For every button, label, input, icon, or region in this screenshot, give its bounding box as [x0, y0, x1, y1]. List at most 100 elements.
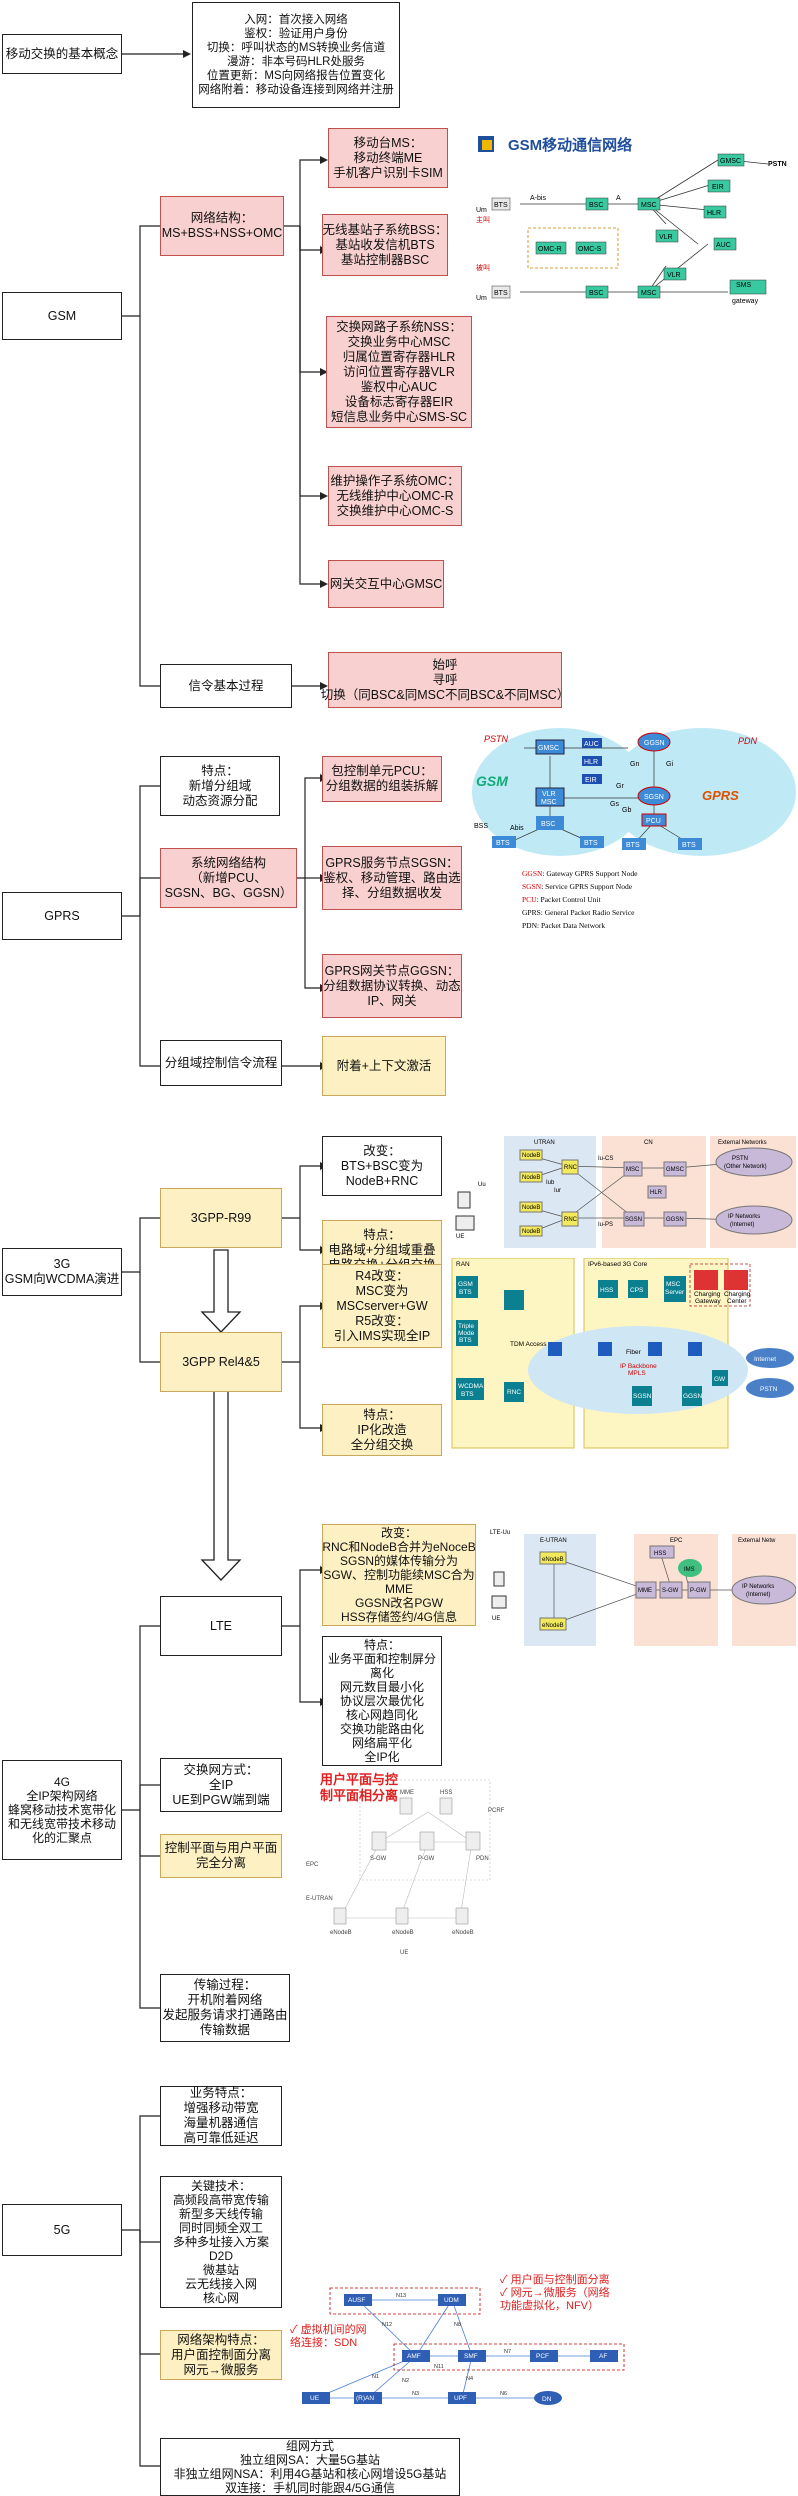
- gsm-omc[interactable]: 维护操作子系统OMC： 无线维护中心OMC-R 交换维护中心OMC-S: [328, 466, 462, 526]
- lte-change-line: 改变：: [380, 1526, 417, 1540]
- svg-text:PCU: Packet Control Unit: PCU: Packet Control Unit: [522, 895, 601, 904]
- svg-text:N6: N6: [500, 2391, 507, 2397]
- g5-deploy-line: 组网方式: [285, 2439, 334, 2453]
- gprs-ggsn[interactable]: GPRS网关节点GGSN： 分组数据协议转换、动态 IP、网关: [322, 954, 462, 1018]
- gsm-structure[interactable]: 网络结构： MS+BSS+NSS+OMC: [160, 196, 284, 256]
- svg-text:MPLS: MPLS: [628, 1370, 646, 1377]
- svg-text:EPC: EPC: [306, 1862, 319, 1868]
- gprs-flow[interactable]: 分组域控制信令流程: [160, 1040, 282, 1086]
- lte-feature-line: 协议层次最优化: [339, 1694, 424, 1708]
- g5-deploy-line: 双连接：手机同时能跟4/5G通信: [224, 2481, 396, 2495]
- svg-text:PSTN: PSTN: [768, 161, 787, 168]
- gsm-nss[interactable]: 交换网路子系统NSS： 交换业务中心MSC 归属位置寄存器HLR 访问位置寄存器…: [326, 316, 472, 428]
- concept-detail[interactable]: 入网：首次接入网络 鉴权：验证用户身份 切换：呼叫状态的MS转换业务信道 漫游：…: [192, 2, 400, 108]
- gprs-sgsn[interactable]: GPRS服务节点SGSN： 鉴权、移动管理、路由选 择、分组数据收发: [322, 846, 462, 910]
- svg-text:PDN: Packet Data Network: PDN: Packet Data Network: [522, 921, 605, 930]
- g5-tech-line: 核心网: [202, 2291, 239, 2305]
- lte-node[interactable]: LTE: [160, 1596, 282, 1656]
- g5-tech[interactable]: 关键技术： 高频段高带宽传输 新型多天线传输 同时同频全双工 多种多址接入方案 …: [160, 2176, 282, 2308]
- g5-arch[interactable]: 网络架构特点： 用户面控制面分离 网元→微服务: [160, 2330, 282, 2380]
- svg-text:GPRS: GPRS: [702, 788, 739, 803]
- lte-separation[interactable]: 控制平面与用户平面 完全分离: [160, 1834, 282, 1878]
- gsm-nss-line: 归属位置寄存器HLR: [342, 349, 456, 364]
- g5-note-left-line: 络连接：SDN: [290, 2337, 358, 2349]
- svg-text:Mode: Mode: [458, 1330, 475, 1337]
- svg-text:SGSN: Service GPRS Support Nod: SGSN: Service GPRS Support Node: [522, 882, 633, 891]
- svg-text:P-GW: P-GW: [418, 1856, 435, 1862]
- gprs-features-line: 新增分组域: [188, 778, 252, 793]
- svg-text:E-UTRAN: E-UTRAN: [306, 1896, 333, 1902]
- svg-text:Charging: Charging: [694, 1291, 721, 1298]
- svg-text:RAN: RAN: [456, 1261, 470, 1268]
- wcdma-rel45-change[interactable]: R4改变： MSC变为 MSCserver+GW R5改变： 引入IMS实现全I…: [322, 1264, 442, 1348]
- g5-sba-figure: AUSF UDM AMF SMF PCF AF UE (R)AN UPF DN …: [286, 2270, 796, 2420]
- gprs-flow-detail[interactable]: 附着+上下文激活: [322, 1036, 446, 1096]
- root-gsm[interactable]: GSM: [2, 292, 122, 340]
- root-wcdma[interactable]: 3G GSM向WCDMA演进: [2, 1248, 122, 1296]
- gprs-flow-label: 分组域控制信令流程: [164, 1055, 278, 1070]
- gsm-signaling-detail[interactable]: 始呼 寻呼 切换（同BSC&同MSC不同BSC&不同MSC）: [321, 652, 569, 708]
- svg-text:Iur: Iur: [554, 1188, 561, 1194]
- svg-text:BTS: BTS: [626, 842, 640, 849]
- gprs-sgsn-line: 择、分组数据收发: [341, 885, 442, 900]
- svg-text:eNodeB: eNodeB: [452, 1930, 474, 1936]
- svg-text:VLR: VLR: [667, 272, 681, 279]
- gprs-structure[interactable]: 系统网络结构 （新增PCU、 SGSN、BG、GGSN）: [160, 848, 297, 908]
- svg-text:VLR: VLR: [542, 791, 556, 798]
- lte-feature[interactable]: 特点： 业务平面和控制屏分 离化 网元数目最小化 协议层次最优化 核心网趋同化 …: [322, 1636, 442, 1766]
- lte-change[interactable]: 改变： RNC和NodeB合并为eNoceB SGSN的媒体传输分为 SGW、控…: [322, 1524, 476, 1626]
- g5-tech-line: 新型多天线传输: [178, 2207, 263, 2221]
- svg-text:被叫: 被叫: [476, 263, 490, 272]
- lte-switching-line: 交换网方式：: [183, 1762, 259, 1777]
- g5-deploy[interactable]: 组网方式 独立组网SA：大量5G基站 非独立组网NSA：利用4G基站和核心网增设…: [160, 2438, 460, 2496]
- svg-text:WCDMA: WCDMA: [458, 1383, 484, 1390]
- gprs-features[interactable]: 特点： 新增分组域 动态资源分配: [160, 756, 280, 816]
- lte-switching[interactable]: 交换网方式： 全IP UE到PGW端到端: [160, 1758, 282, 1812]
- root-5g[interactable]: 5G: [2, 2204, 122, 2256]
- svg-text:RNC: RNC: [564, 1165, 578, 1171]
- svg-text:GGSN: GGSN: [683, 1393, 702, 1400]
- wcdma-r99[interactable]: 3GPP-R99: [160, 1188, 282, 1248]
- gprs-sgsn-line: 鉴权、移动管理、路由选: [323, 870, 461, 885]
- wcdma-rel45-feature-line: 全分组交换: [350, 1437, 414, 1452]
- g5-tech-line: 同时同频全双工: [178, 2221, 263, 2235]
- svg-text:A: A: [616, 195, 621, 202]
- gprs-features-line: 动态资源分配: [182, 793, 258, 808]
- lte-transfer-line: 开机附着网络: [187, 1993, 263, 2007]
- gsm-bss[interactable]: 无线基站子系统BSS： 基站收发信机BTS 基站控制器BSC: [322, 214, 448, 276]
- svg-text:NodeB: NodeB: [522, 1205, 540, 1211]
- gsm-ms[interactable]: 移动台MS： 移动终端ME 手机客户识别卡SIM: [328, 128, 448, 188]
- wcdma-rel45-change-line: MSCserver+GW: [336, 1298, 428, 1313]
- wcdma-rel45-change-line: R4改变：: [355, 1268, 409, 1283]
- svg-text:UPF: UPF: [454, 2395, 467, 2402]
- wcdma-r99-change[interactable]: 改变： BTS+BSC变为 NodeB+RNC: [322, 1136, 442, 1196]
- gsm-structure-line: 网络结构：: [190, 211, 254, 225]
- g5-note-right: ✓ 用户面与控制面分离 ✓ 网元→微服务（网络 功能虚拟化，NFV）: [500, 2274, 610, 2313]
- svg-text:MSC: MSC: [666, 1281, 681, 1288]
- root-gsm-label: GSM: [47, 308, 77, 323]
- svg-text:PDN: PDN: [738, 736, 758, 746]
- gprs-structure-line: （新增PCU、: [190, 870, 267, 885]
- root-gprs[interactable]: GPRS: [2, 892, 122, 940]
- lte-feature-line: 全IP化: [364, 1750, 400, 1764]
- gprs-pcu[interactable]: 包控制单元PCU： 分组数据的组装拆解: [322, 756, 442, 802]
- root-concept[interactable]: 移动交换的基本概念: [2, 34, 122, 74]
- svg-text:GSM: GSM: [458, 1281, 473, 1288]
- wcdma-rel45-feature[interactable]: 特点： IP化改造 全分组交换: [322, 1404, 442, 1456]
- lte-feature-line: 特点：: [363, 1638, 400, 1652]
- svg-text:(Internet): (Internet): [730, 1222, 754, 1228]
- gsm-signaling[interactable]: 信令基本过程: [160, 664, 292, 708]
- g5-business[interactable]: 业务特点： 增强移动带宽 海量机器通信 高可靠低延迟: [160, 2086, 282, 2146]
- concept-line: 漫游：非本号码HLR处服务: [226, 56, 365, 68]
- wcdma-rel45-change-line: R5改变：: [355, 1313, 409, 1328]
- root-lte[interactable]: 4G 全IP架构网络 蜂窝移动技术宽带化 和无线宽带技术移动 化的汇聚点: [2, 1760, 122, 1860]
- lte-transfer[interactable]: 传输过程： 开机附着网络 发起服务请求打通路由 传输数据: [160, 1974, 290, 2042]
- gsm-figure-title: GSM移动通信网络: [508, 137, 633, 154]
- svg-text:OMC-S: OMC-S: [578, 246, 602, 253]
- gsm-gmsc[interactable]: 网关交互中心GMSC: [328, 560, 444, 608]
- gsm-bss-line: 基站控制器BSC: [340, 252, 430, 267]
- wcdma-rel45[interactable]: 3GPP Rel4&5: [160, 1332, 282, 1392]
- root-wcdma-line: 3G: [53, 1257, 71, 1271]
- svg-text:AUC: AUC: [716, 242, 731, 249]
- svg-text:PSTN: PSTN: [732, 1156, 748, 1162]
